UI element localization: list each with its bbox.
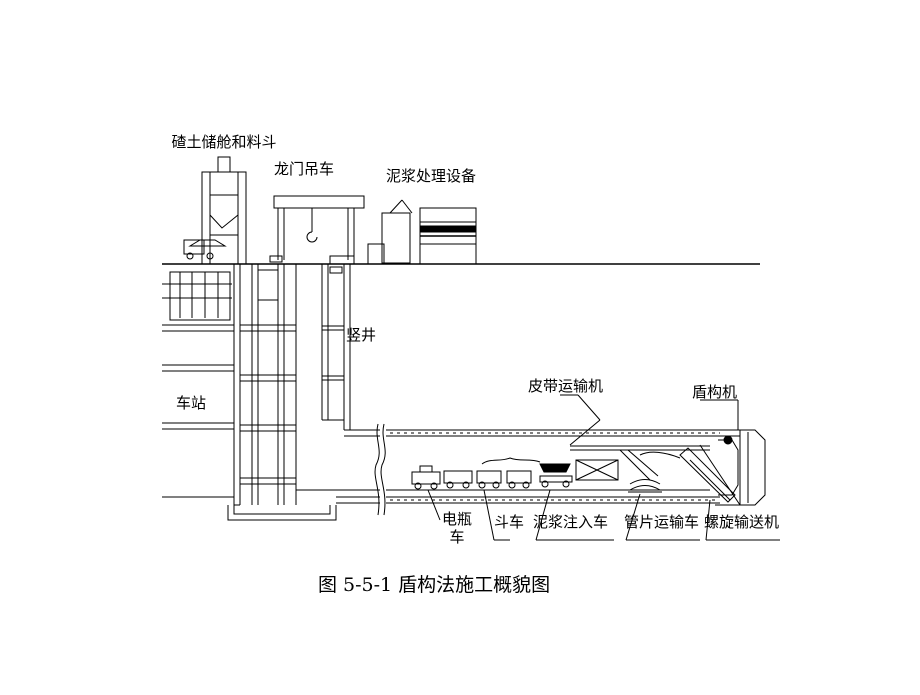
tunnel <box>344 423 740 516</box>
gantry-crane <box>269 195 365 265</box>
label-battery-car: 电瓶车 <box>441 510 472 546</box>
label-segment-car: 管片运输车 <box>624 513 700 531</box>
label-shield-machine: 盾构机 <box>692 383 738 401</box>
station-structure <box>162 264 337 521</box>
shield-machine <box>699 429 766 506</box>
figure-caption: 图 5-5-1 盾构法施工概貌图 <box>318 574 551 596</box>
slurry-treatment-plant <box>367 199 477 265</box>
shaft <box>296 264 380 504</box>
battery-car <box>411 465 441 490</box>
grout-car <box>539 459 619 488</box>
label-gantry-crane: 龙门吊车 <box>274 160 335 178</box>
segment-car <box>628 479 662 493</box>
label-muck-storage: 碴土储舱和料斗 <box>171 133 277 151</box>
label-grout-car: 泥浆注入车 <box>533 513 609 531</box>
label-screw-conveyor: 螺旋输送机 <box>704 513 780 531</box>
label-shaft: 竖井 <box>346 326 377 344</box>
hopper-cars <box>443 457 541 489</box>
label-slurry-treatment: 泥浆处理设备 <box>385 167 476 185</box>
label-belt-conveyor: 皮带运输机 <box>528 377 604 395</box>
belt-conveyor <box>569 419 710 481</box>
muck-storage-tower <box>183 156 247 265</box>
label-station: 车站 <box>176 394 207 412</box>
label-hopper-car: 斗车 <box>494 513 525 531</box>
